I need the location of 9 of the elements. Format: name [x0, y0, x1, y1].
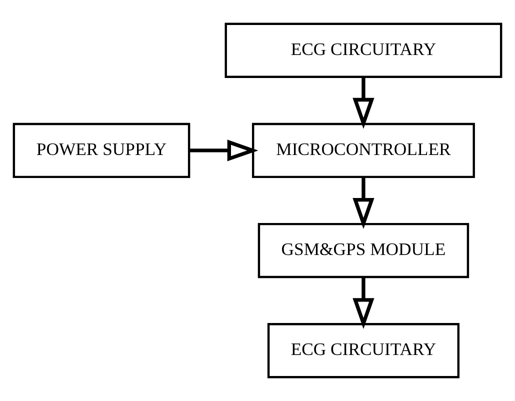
- arrow: [190, 140, 258, 162]
- node-box: POWER SUPPLY: [12, 122, 190, 178]
- arrow: [352, 77, 374, 129]
- arrow: [352, 278, 374, 330]
- node-box: ECG CIRCUITARY: [267, 323, 460, 378]
- node-box: ECG CIRCUITARY: [224, 22, 502, 78]
- arrow: [352, 177, 374, 229]
- node-box: MICROCONTROLLER: [252, 122, 475, 178]
- node-box: GSM&GPS MODULE: [258, 222, 470, 278]
